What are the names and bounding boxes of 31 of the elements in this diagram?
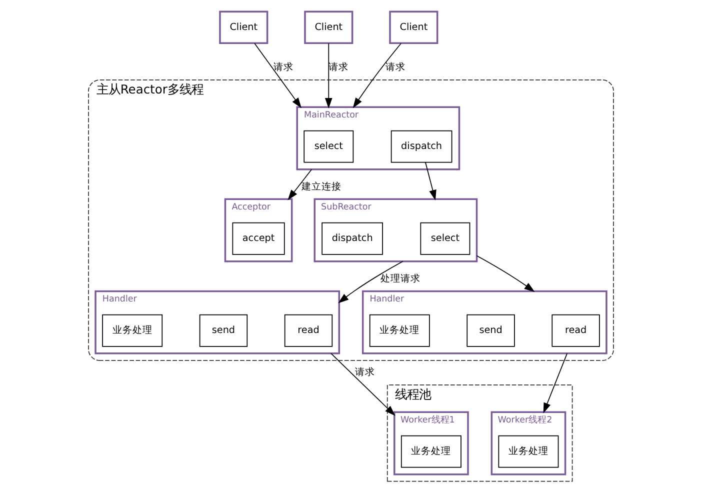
arrow <box>338 260 403 304</box>
node-box: 业务处理 <box>102 314 162 347</box>
arrow <box>324 42 332 108</box>
node-box: 业务处理 <box>400 435 461 468</box>
node-box: Client <box>218 10 268 44</box>
arrow <box>330 352 395 416</box>
arrow <box>254 42 302 108</box>
edge-label: 请求 <box>328 62 348 74</box>
edge-label: 请求 <box>385 62 406 74</box>
node-box: 业务处理 <box>368 314 430 347</box>
edge-label: 请求 <box>354 367 375 378</box>
node-box: send <box>198 314 248 347</box>
node-box: select <box>303 130 354 163</box>
edge-label: 建立连接 <box>301 181 342 192</box>
arrow <box>476 255 534 292</box>
arrow <box>424 162 436 200</box>
node-box: read <box>284 314 332 347</box>
node-box: select <box>420 222 470 255</box>
node-box: 业务处理 <box>498 435 558 468</box>
edge-label: 请求 <box>273 62 294 74</box>
node-box: Client <box>388 10 438 44</box>
node-box: dispatch <box>321 222 382 255</box>
node-box: read <box>551 314 600 347</box>
node-box: dispatch <box>390 130 452 163</box>
arrow <box>542 352 568 414</box>
arrow <box>287 168 312 200</box>
edge-label: 处理请求 <box>380 273 420 284</box>
arrow <box>352 42 401 108</box>
node-box: Client <box>304 10 353 44</box>
node-box: send <box>466 314 514 347</box>
node-box: accept <box>232 222 284 255</box>
